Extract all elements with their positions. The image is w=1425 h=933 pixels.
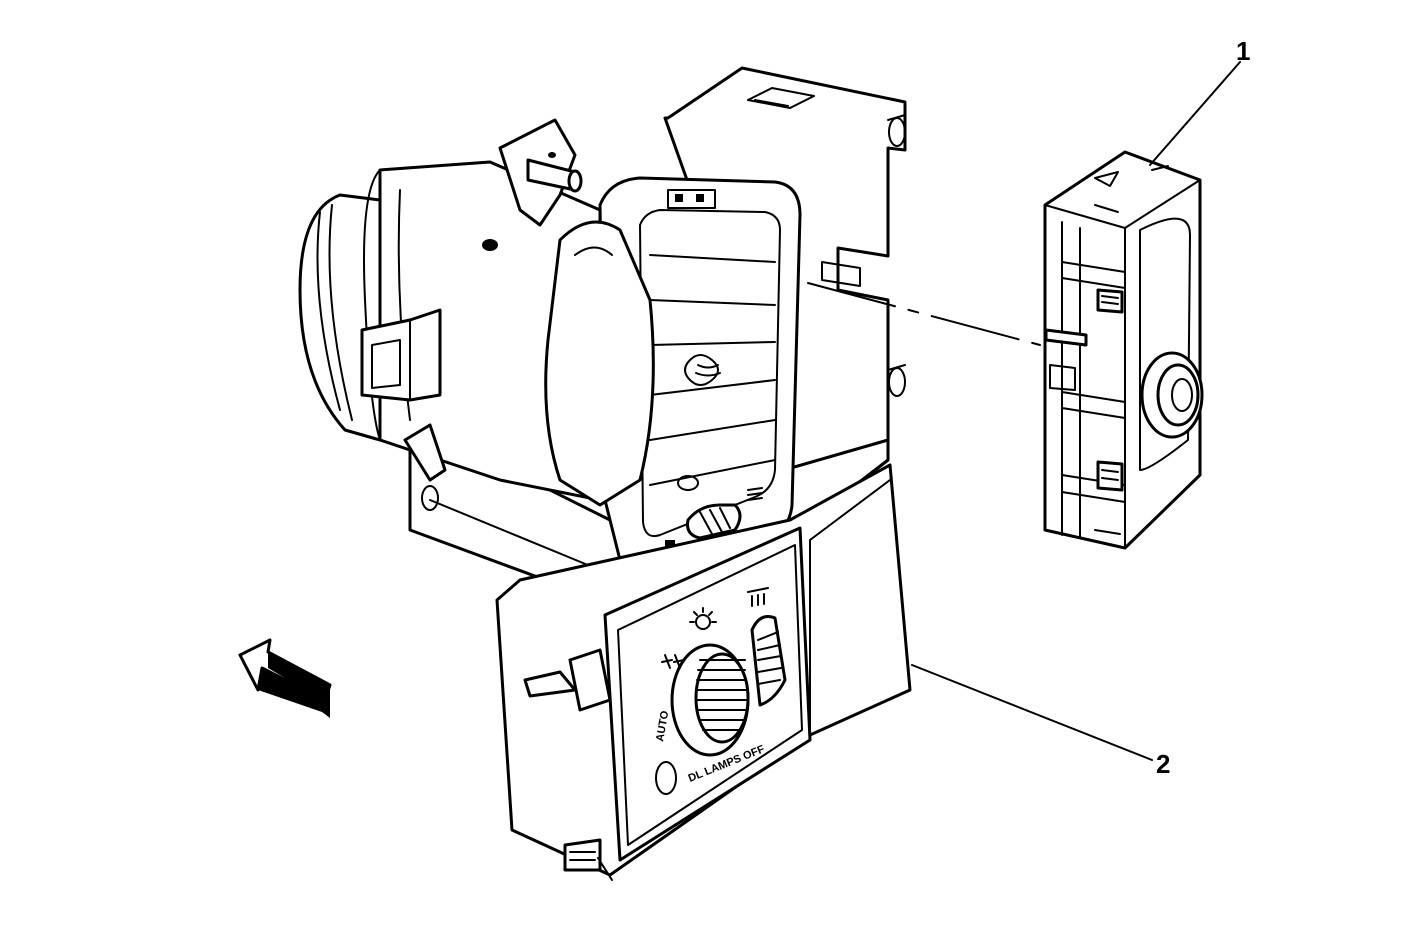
park-lamp-symbol-icon xyxy=(661,654,685,669)
air-outlet-duct xyxy=(298,160,602,502)
callout-2: 2 xyxy=(911,664,1170,779)
callout-2-label: 2 xyxy=(1156,749,1170,779)
headlamp-switch-panel: AUTO DL LAMPS OFF xyxy=(495,463,912,881)
control-module xyxy=(1043,150,1204,550)
callout-1: 1 xyxy=(1149,36,1250,166)
alignment-centerline xyxy=(807,282,1041,346)
fog-lamp-symbol-icon xyxy=(747,587,769,607)
callout-1-label: 1 xyxy=(1236,36,1250,66)
direction-arrow-icon xyxy=(238,638,332,718)
pivot-pin xyxy=(498,118,583,227)
headlamp-switch-knob-icon xyxy=(670,643,750,757)
auto-label: AUTO xyxy=(654,710,671,743)
headlamp-symbol-icon xyxy=(689,607,717,630)
dimmer-thumbwheel-icon xyxy=(750,615,787,707)
vent-bezel xyxy=(544,176,802,583)
